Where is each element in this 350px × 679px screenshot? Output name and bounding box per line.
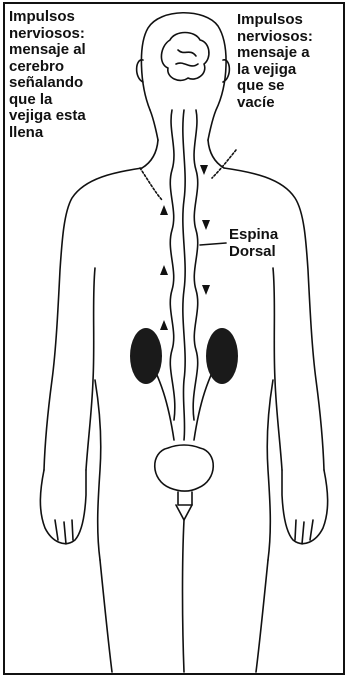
arrow-up-icon (160, 320, 168, 330)
hand-left (40, 470, 86, 544)
arrow-up-icon (160, 205, 168, 215)
leg-left-outer (100, 560, 112, 672)
leg-right-outer (256, 560, 268, 672)
hand-right (282, 470, 328, 544)
kidney-left (130, 328, 162, 384)
arm-inner-left (86, 268, 95, 470)
leader-spine (200, 243, 226, 245)
spinal-cord-left (170, 110, 175, 420)
leg-inner (183, 520, 185, 672)
arrow-down-icon (202, 285, 210, 295)
arrow-up-icon (160, 265, 168, 275)
neck-left (142, 140, 158, 168)
kidney-right (206, 328, 238, 384)
leader-left (140, 168, 162, 200)
bladder (155, 445, 214, 491)
arrow-down-icon (200, 165, 208, 175)
label-impulses-to-bladder: Impulsos nerviosos: mensaje a la vejiga … (237, 12, 345, 111)
hip-left (95, 380, 101, 560)
arrow-down-icon (202, 220, 210, 230)
leader-right (212, 150, 236, 178)
hip-right (267, 380, 273, 560)
spinal-cord-right (193, 110, 198, 420)
arm-inner-right (273, 268, 282, 470)
head-outline-left-jaw (150, 110, 158, 140)
label-impulses-to-brain: Impulsos nerviosos: mensaje al cerebro s… (9, 9, 139, 141)
label-spinal-cord: Espina Dorsal (229, 227, 319, 260)
brain-icon (161, 33, 209, 81)
urethra (176, 505, 192, 520)
neck-right (208, 140, 224, 168)
